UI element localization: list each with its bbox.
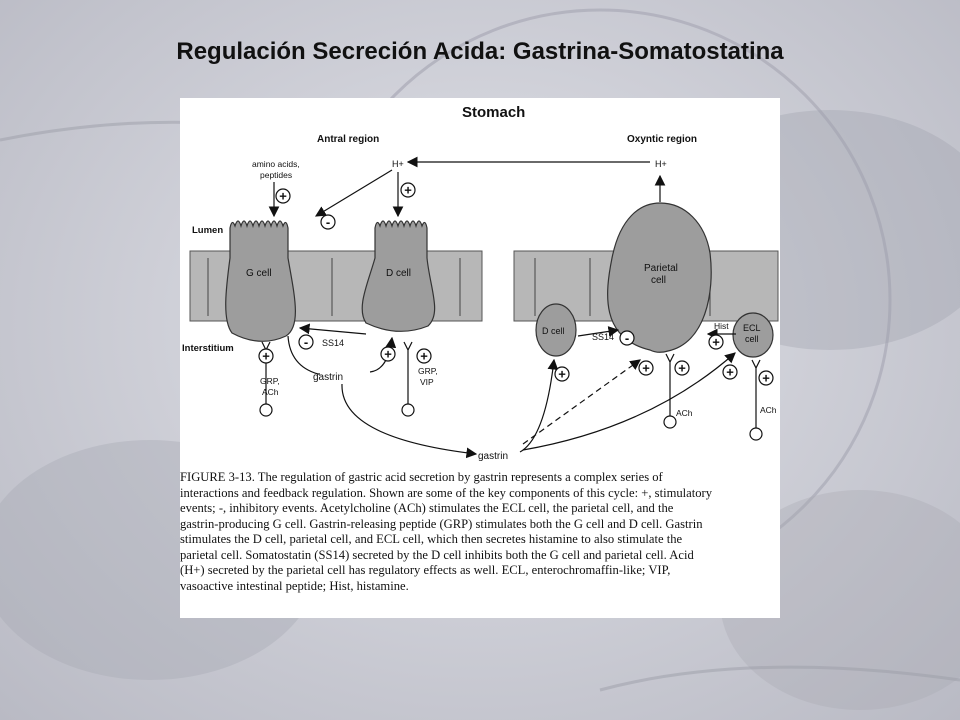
gastrin-release-line bbox=[287, 335, 320, 375]
plus-ach-ecl-sign: + bbox=[762, 371, 770, 386]
plus-gastrin-d-cell-circle bbox=[380, 346, 396, 362]
parietal-ach-label: ACh bbox=[676, 408, 693, 418]
plus-amino-acids-sign: + bbox=[279, 189, 287, 204]
gastrin-blood-label: gastrin bbox=[478, 451, 508, 462]
stomach-heading: Stomach bbox=[462, 104, 525, 121]
acid-to-g-cell-arrow bbox=[314, 169, 393, 217]
plus-histamine-parietal-sign: + bbox=[712, 335, 720, 350]
ecl-neuron bbox=[749, 427, 763, 441]
peptides-label: peptides bbox=[260, 170, 292, 180]
minus-ss14-parietal-sign: - bbox=[625, 331, 629, 346]
gastrin-to-parietal-arrow bbox=[522, 359, 641, 445]
oxyntic-h-plus-label: H+ bbox=[655, 159, 667, 169]
parietal-neuron bbox=[663, 415, 677, 429]
g-cell-neuron bbox=[259, 403, 273, 417]
antral-h-plus-label: H+ bbox=[392, 159, 404, 169]
amino-acids-label: amino acids, bbox=[252, 159, 300, 169]
parietal-receptor bbox=[665, 353, 675, 416]
grp-vip-label-1: GRP, bbox=[418, 366, 438, 376]
plus-grp-g-cell-circle bbox=[258, 348, 274, 364]
parietal-cell-label-2: cell bbox=[651, 275, 666, 286]
figure-panel: Stomach Antral region Oxyntic region ami… bbox=[180, 98, 780, 618]
gastrin-antral-label: gastrin bbox=[313, 372, 343, 383]
antral-region-label: Antral region bbox=[317, 134, 379, 145]
parietal-cell-label-1: Parietal bbox=[644, 263, 678, 274]
g-cell-label: G cell bbox=[246, 268, 272, 279]
interstitium-label: Interstitium bbox=[182, 343, 234, 354]
plus-grp-d-cell-sign: + bbox=[420, 349, 428, 364]
d-cell-oxyntic bbox=[535, 303, 577, 357]
signal-markers: ++--+++-++++++ bbox=[258, 182, 774, 386]
plus-gastrin-d-cell-sign: + bbox=[384, 347, 392, 362]
d-cell-antral bbox=[361, 220, 436, 332]
minus-ss14-parietal-circle bbox=[619, 330, 635, 346]
gastrin-to-d-oxyntic-arrow bbox=[519, 358, 559, 453]
histamine-label: Hist bbox=[714, 321, 729, 331]
slide-title: Regulación Secreción Acida: Gastrina-Som… bbox=[176, 38, 784, 65]
plus-acid-d-cell-circle bbox=[400, 182, 416, 198]
plus-amino-acids-circle bbox=[275, 188, 291, 204]
ss14-antral-label: SS14 bbox=[322, 338, 344, 348]
ecl-cell-label-1: ECL bbox=[743, 323, 761, 333]
minus-acid-g-cell-circle bbox=[320, 214, 336, 230]
ecl-receptor bbox=[751, 359, 761, 428]
lumen-label: Lumen bbox=[192, 225, 223, 236]
parietal-cell bbox=[607, 202, 712, 353]
plus-gastrin-ecl-sign: + bbox=[726, 365, 734, 380]
d-cell-neuron bbox=[401, 403, 415, 417]
d-cell-oxyntic-label: D cell bbox=[542, 326, 565, 336]
plus-gastrin-parietal-circle bbox=[638, 360, 654, 376]
plus-gastrin-parietal-sign: + bbox=[642, 361, 650, 376]
plus-gastrin-d-oxyntic-sign: + bbox=[558, 367, 566, 382]
gastrin-to-d-cell-arrow bbox=[369, 336, 397, 373]
ecl-ach-label: ACh bbox=[760, 405, 777, 415]
d-cell-antral-label: D cell bbox=[386, 268, 411, 279]
ecl-cell bbox=[732, 312, 774, 358]
plus-gastrin-ecl-circle bbox=[722, 364, 738, 380]
gastrin-to-blood-arrow bbox=[341, 383, 478, 459]
grp-ach-label-1: GRP, bbox=[260, 376, 280, 386]
plus-ach-ecl-circle bbox=[758, 370, 774, 386]
oxyntic-region-label: Oxyntic region bbox=[627, 134, 697, 145]
plus-histamine-parietal-circle bbox=[708, 334, 724, 350]
grp-vip-label-2: VIP bbox=[420, 377, 434, 387]
plus-acid-d-cell-sign: + bbox=[404, 183, 412, 198]
plus-grp-d-cell-circle bbox=[416, 348, 432, 364]
gastrin-to-ecl-arrow bbox=[522, 352, 736, 451]
ss14-to-g-cell-arrow bbox=[298, 323, 367, 335]
ecl-cell-label-2: cell bbox=[745, 334, 759, 344]
g-cell bbox=[225, 220, 296, 342]
ss14-oxyntic-label: SS14 bbox=[592, 332, 614, 342]
d-cell-receptor bbox=[403, 341, 413, 404]
plus-grp-g-cell-sign: + bbox=[262, 349, 270, 364]
plus-ach-parietal-circle bbox=[674, 360, 690, 376]
minus-acid-g-cell-sign: - bbox=[326, 215, 330, 230]
figure-caption: FIGURE 3-13. The regulation of gastric a… bbox=[180, 470, 713, 593]
ss14-to-parietal-arrow bbox=[577, 326, 620, 337]
gastric-regulation-diagram: Stomach Antral region Oxyntic region ami… bbox=[182, 104, 779, 462]
minus-ss14-g-cell-sign: - bbox=[304, 335, 308, 350]
minus-ss14-g-cell-circle bbox=[298, 334, 314, 350]
plus-gastrin-d-oxyntic-circle bbox=[554, 366, 570, 382]
plus-ach-parietal-sign: + bbox=[678, 361, 686, 376]
grp-ach-label-2: ACh bbox=[262, 387, 279, 397]
